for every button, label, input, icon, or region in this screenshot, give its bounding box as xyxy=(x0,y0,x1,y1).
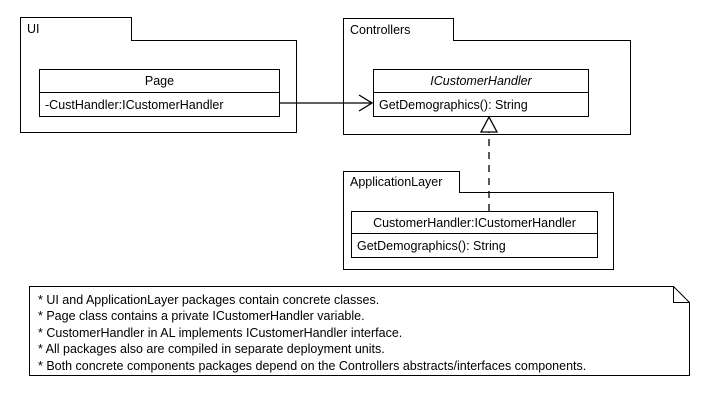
note-line-4: * All packages also are compiled in sepa… xyxy=(38,342,385,357)
class-name-customerhandler: CustomerHandler:ICustomerHandler xyxy=(352,212,597,234)
note-line-5: * Both concrete components packages depe… xyxy=(38,358,587,373)
note-line-1: * UI and ApplicationLayer packages conta… xyxy=(38,293,380,307)
package-tab-ui[interactable]: UI xyxy=(20,17,132,41)
package-label-ui: UI xyxy=(27,22,40,37)
class-box-customerhandler[interactable]: CustomerHandler:ICustomerHandler GetDemo… xyxy=(351,211,598,258)
note-folded-corner-icon xyxy=(673,286,690,303)
class-box-page[interactable]: Page -CustHandler:ICustomerHandler xyxy=(39,69,280,117)
package-tab-controllers[interactable]: Controllers xyxy=(343,18,454,41)
class-box-icustomerhandler[interactable]: ICustomerHandler GetDemographics(): Stri… xyxy=(373,69,589,117)
note-line-2: * Page class contains a private ICustome… xyxy=(38,309,365,324)
package-tab-applicationlayer[interactable]: ApplicationLayer xyxy=(343,171,460,193)
package-label-controllers: Controllers xyxy=(350,22,411,37)
class-member-icustomerhandler-getdemographics: GetDemographics(): String xyxy=(379,98,528,112)
note-line-3: * CustomerHandler in AL implements ICust… xyxy=(38,325,403,340)
note-shape xyxy=(29,286,690,376)
note-box[interactable]: * UI and ApplicationLayer packages conta… xyxy=(29,286,690,376)
note-outline xyxy=(29,286,690,376)
package-label-applicationlayer: ApplicationLayer xyxy=(350,175,443,190)
note-text-block: * UI and ApplicationLayer packages conta… xyxy=(29,286,690,374)
class-name-icustomerhandler: ICustomerHandler xyxy=(374,70,588,93)
class-member-customerhandler-getdemographics: GetDemographics(): String xyxy=(357,239,506,253)
class-name-page: Page xyxy=(40,70,279,93)
class-member-page-custhandler: -CustHandler:ICustomerHandler xyxy=(45,98,224,112)
